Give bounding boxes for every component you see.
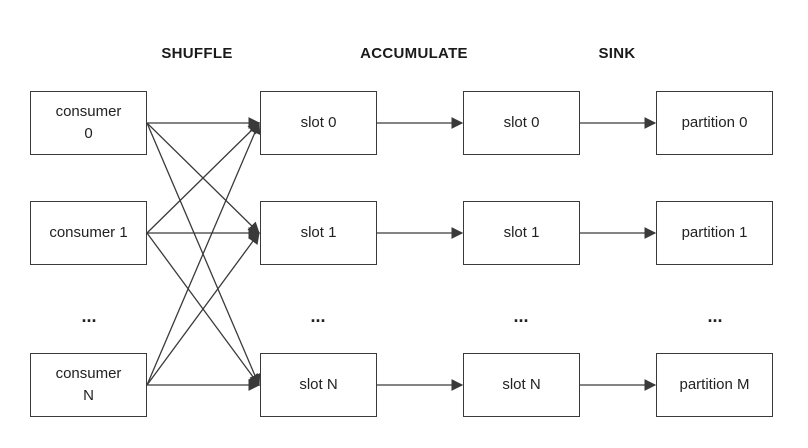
stage-label-shuffle: SHUFFLE	[161, 45, 233, 62]
partition-m-label: partition M	[679, 376, 750, 393]
partitions-ellipsis: ...	[707, 306, 723, 326]
sink-slot-n-node: slot N	[463, 353, 580, 417]
sink-slot-0-label: slot 0	[503, 114, 540, 131]
consumer-n-label: consumer N	[55, 365, 122, 404]
shuffle-arrow-2-to-0	[146, 121, 261, 386]
accumulate-ellipsis: ...	[310, 306, 326, 326]
sink-slot-0-node: slot 0	[463, 91, 580, 155]
consumer-0-label: consumer 0	[55, 103, 122, 142]
consumer-0-node: consumer 0	[30, 91, 147, 155]
partition-0-label: partition 0	[681, 114, 748, 131]
stage-label-accumulate: ACCUMULATE	[360, 45, 468, 62]
consumer-n-node: consumer N	[30, 353, 147, 417]
partition-1-label: partition 1	[681, 224, 748, 241]
sink-slot-1-node: slot 1	[463, 201, 580, 265]
accumulate-slot-0-label: slot 0	[300, 114, 337, 131]
partition-1-node: partition 1	[656, 201, 773, 265]
shuffle-arrow-1-to-0	[146, 122, 260, 234]
shuffle-arrow-2-to-1	[146, 232, 260, 386]
consumer-1-node: consumer 1	[30, 201, 147, 265]
partition-0-node: partition 0	[656, 91, 773, 155]
stage-label-sink: SINK	[598, 45, 636, 62]
sink-slot-n-label: slot N	[502, 376, 541, 393]
consumers-ellipsis: ...	[81, 306, 97, 326]
accumulate-slot-0-node: slot 0	[260, 91, 377, 155]
accumulate-slot-n-label: slot N	[299, 376, 338, 393]
consumer-1-label: consumer 1	[49, 224, 128, 241]
partition-m-node: partition M	[656, 353, 773, 417]
accumulate-slot-1-label: slot 1	[300, 224, 337, 241]
accumulate-slot-1-node: slot 1	[260, 201, 377, 265]
sink-ellipsis: ...	[513, 306, 529, 326]
sink-slot-1-label: slot 1	[503, 224, 540, 241]
accumulate-slot-n-node: slot N	[260, 353, 377, 417]
